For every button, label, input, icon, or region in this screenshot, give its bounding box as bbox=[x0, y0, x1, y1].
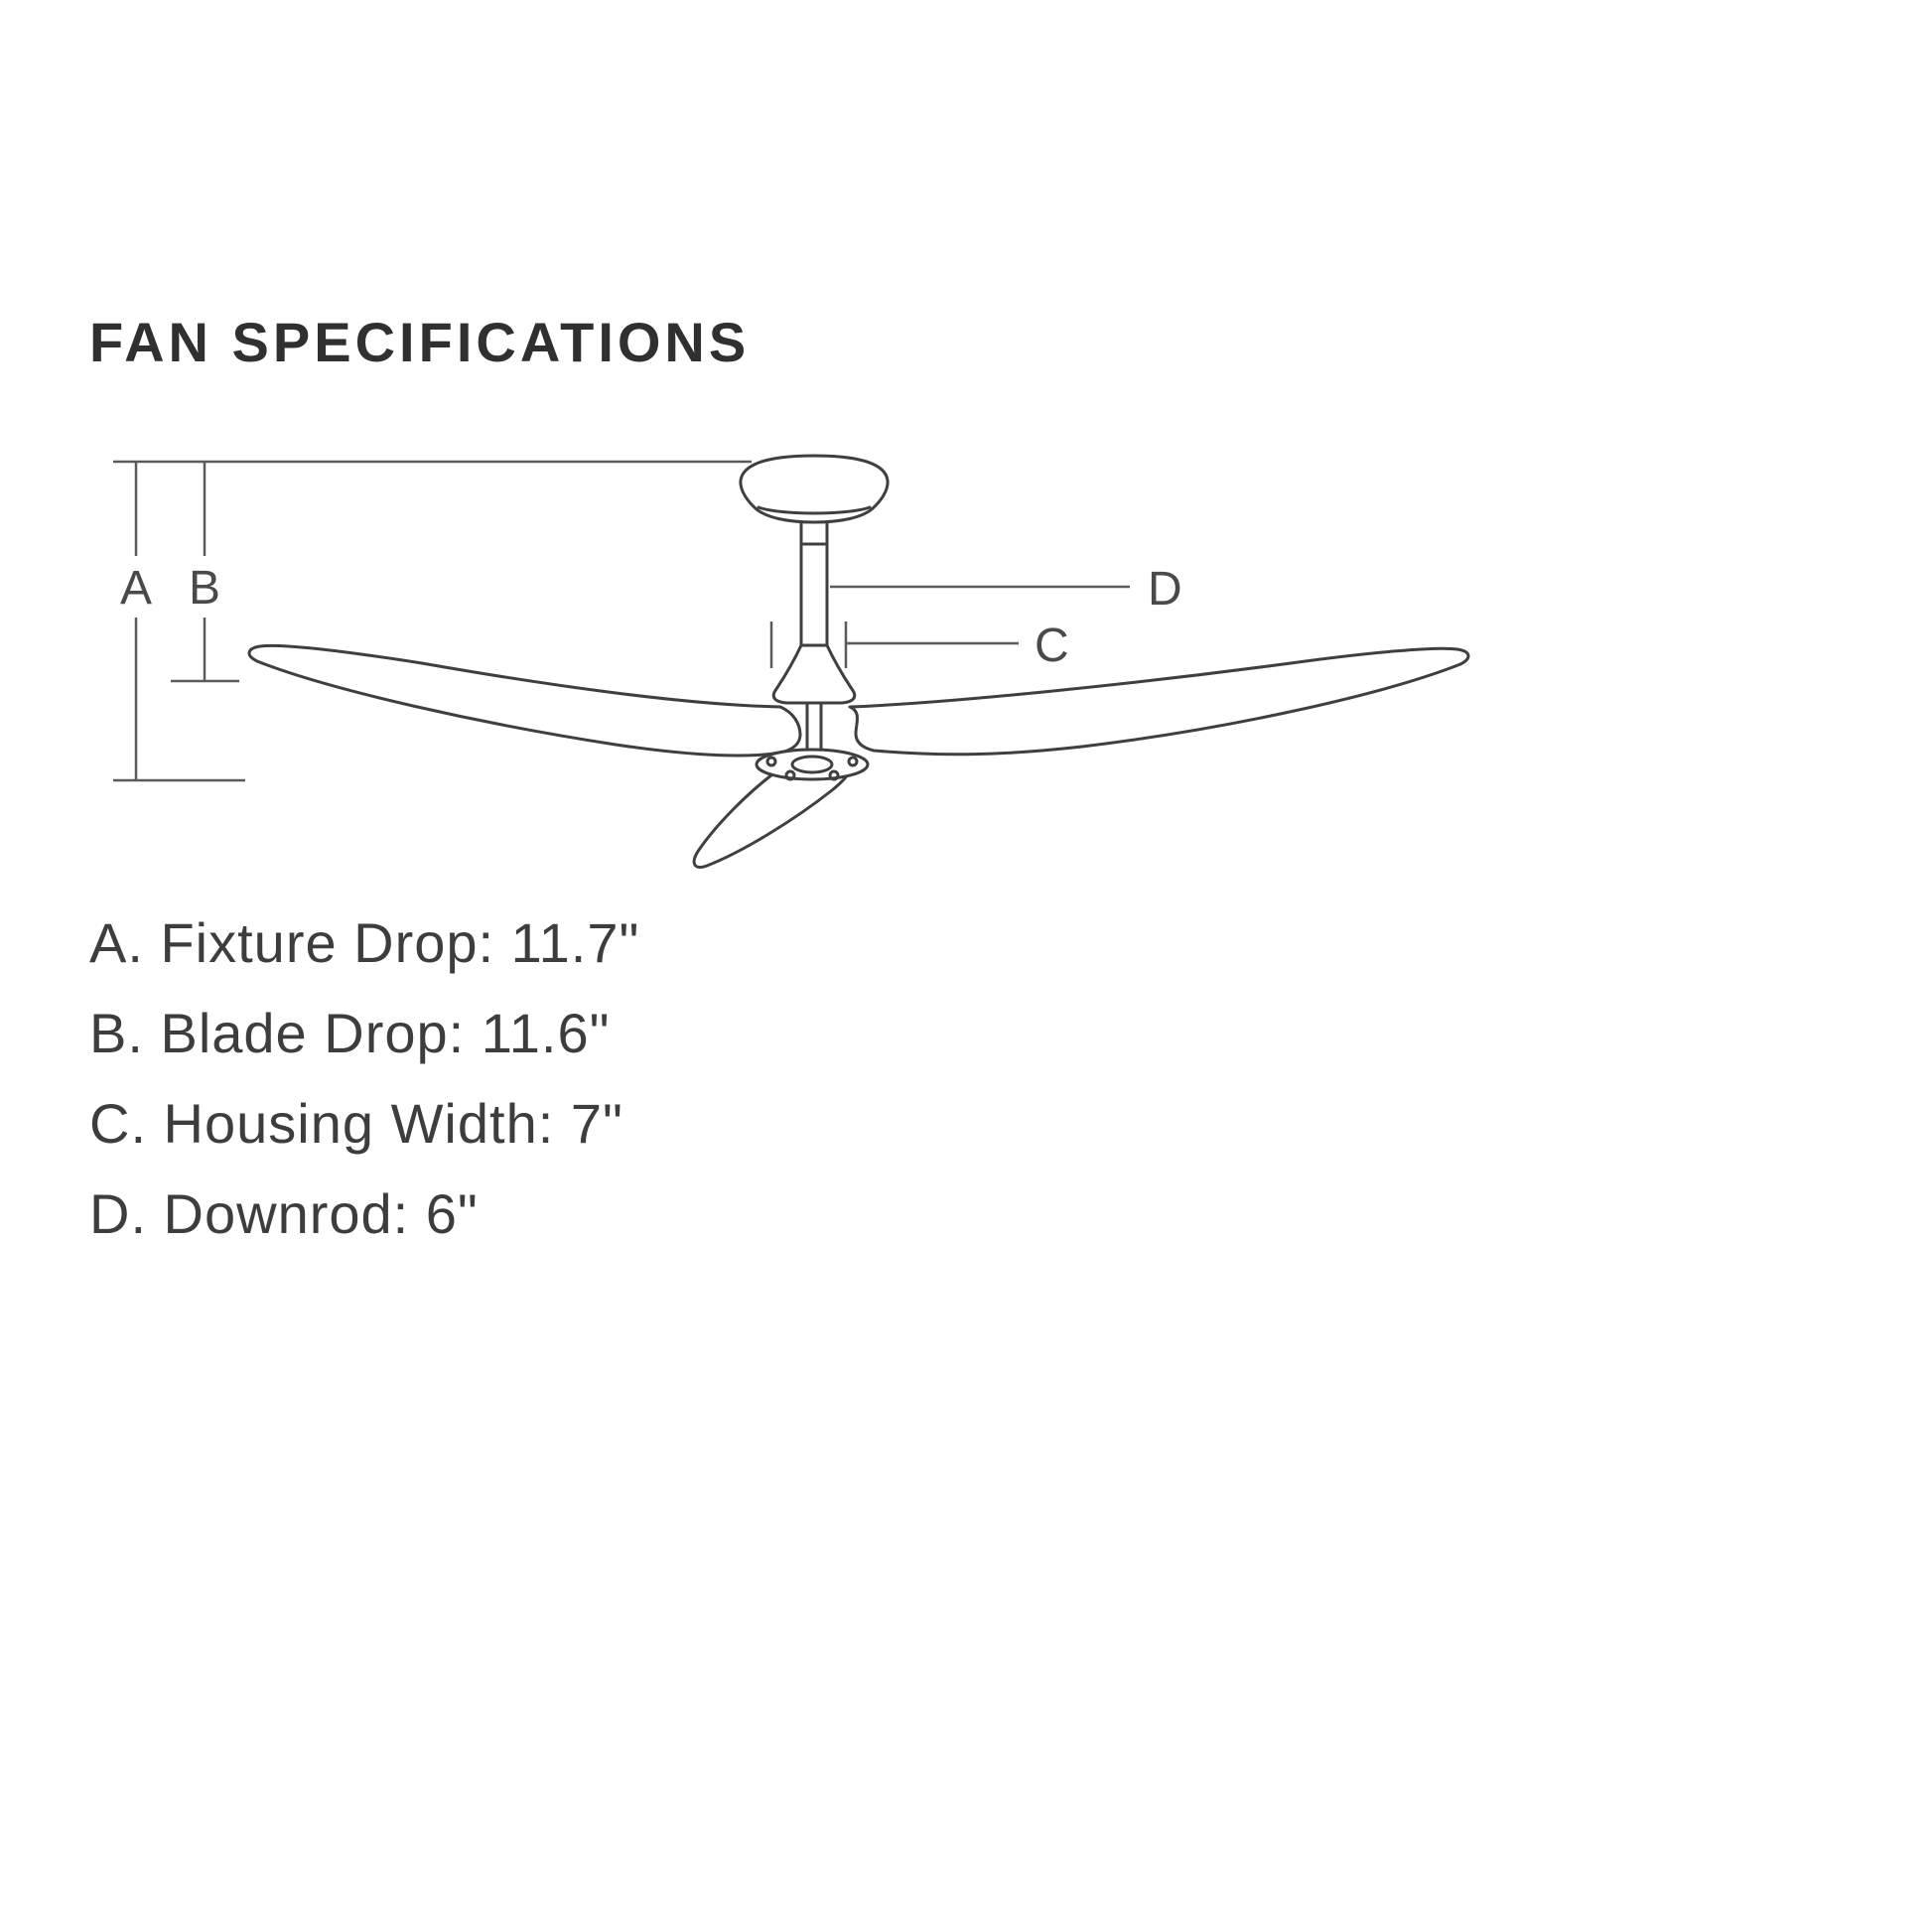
dim-label-a: A bbox=[120, 562, 152, 615]
dim-label-c: C bbox=[1035, 620, 1069, 672]
spec-item-fixture-drop: A. Fixture Drop: 11.7" bbox=[89, 911, 640, 974]
dim-label-b: B bbox=[189, 562, 220, 615]
spec-list: A. Fixture Drop: 11.7" B. Blade Drop: 11… bbox=[89, 915, 639, 1277]
fan-blade-right bbox=[848, 646, 1470, 757]
fan-canopy bbox=[739, 454, 890, 524]
fan-hub bbox=[755, 748, 870, 781]
fan-canopy-rim bbox=[757, 505, 872, 515]
dimension-lines: A B C D bbox=[113, 460, 1182, 782]
fan-blade-left bbox=[247, 643, 802, 758]
dim-label-d: D bbox=[1148, 563, 1182, 616]
spec-item-housing-width: C. Housing Width: 7" bbox=[89, 1092, 623, 1155]
fan-downrod bbox=[799, 520, 829, 647]
fan-drawing bbox=[247, 454, 1470, 869]
fan-shaft bbox=[805, 701, 823, 754]
page-title: FAN SPECIFICATIONS bbox=[89, 311, 751, 373]
fan-motor-cone bbox=[771, 643, 857, 705]
spec-item-downrod: D. Downrod: 6" bbox=[89, 1182, 479, 1245]
spec-item-blade-drop: B. Blade Drop: 11.6" bbox=[89, 1002, 611, 1064]
